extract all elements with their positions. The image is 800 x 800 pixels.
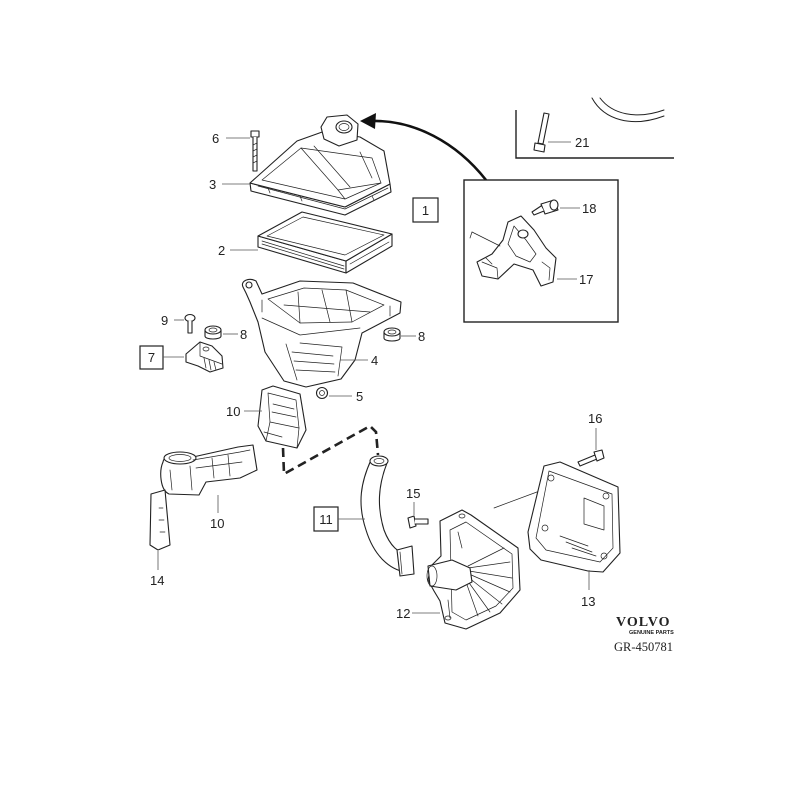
bolt-16 (577, 449, 605, 467)
brand-name: VOLVO (616, 615, 671, 630)
callout-7-frame (139, 345, 164, 370)
resonator-cover-13 (527, 461, 621, 573)
callout-3: 3 (209, 177, 216, 192)
grommet-8-right (383, 327, 401, 342)
intake-duct-lower-10 (160, 444, 258, 496)
bolt-6 (250, 130, 260, 172)
callout-5: 5 (356, 389, 363, 404)
bolt-21 (533, 112, 550, 153)
nut-5 (315, 386, 329, 400)
callout-8-left: 8 (240, 327, 247, 342)
callout-1: 1 (422, 203, 429, 218)
bracket-7 (185, 341, 224, 373)
hose-11 (360, 455, 415, 577)
callout-8-right: 8 (418, 329, 425, 344)
air-filter-element (257, 211, 393, 274)
screw-18 (531, 199, 559, 216)
resonator-12 (426, 509, 521, 630)
sensor-17 (469, 215, 557, 287)
callout-2: 2 (218, 243, 225, 258)
intake-duct-upper-10 (257, 385, 307, 449)
callout-18: 18 (582, 201, 596, 216)
callout-4: 4 (371, 353, 378, 368)
callout-10-lower: 10 (210, 516, 224, 531)
bolt-15 (407, 515, 429, 529)
top-right-inset: 21 (515, 97, 674, 159)
callout-9: 9 (161, 313, 168, 328)
callout-11: 11 (319, 512, 333, 527)
drawing-reference: GR-450781 (614, 640, 673, 654)
callout-6: 6 (212, 131, 219, 146)
screw-9 (184, 313, 196, 334)
reference-arrow (360, 113, 488, 181)
pad-14 (149, 489, 171, 551)
callout-16: 16 (588, 411, 602, 426)
connection-line (281, 424, 380, 477)
callout-10-upper: 10 (226, 404, 240, 419)
callout-17: 17 (579, 272, 593, 287)
sensor-inset: 18 17 (463, 179, 619, 323)
air-filter-housing-cover (249, 114, 392, 216)
grommet-8-left (204, 325, 222, 340)
callout-15: 15 (406, 486, 420, 501)
brand-logo: VOLVO GENUINE PARTS (616, 615, 674, 636)
callout-13: 13 (581, 594, 595, 609)
callout-1-frame (412, 197, 439, 223)
callout-12: 12 (396, 606, 410, 621)
callout-21: 21 (575, 135, 589, 150)
brand-tagline: GENUINE PARTS (629, 630, 674, 636)
air-filter-housing-lower (241, 278, 402, 388)
callout-7: 7 (148, 350, 155, 365)
callout-14: 14 (150, 573, 164, 588)
